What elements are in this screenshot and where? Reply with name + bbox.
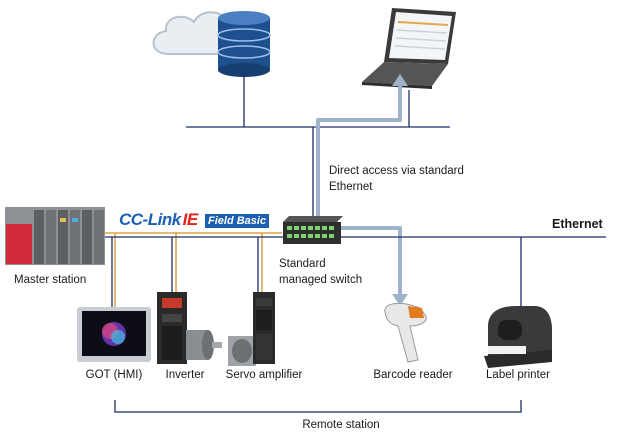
logo-ie-text: IE [182,210,199,229]
ethernet-label: Ethernet [552,217,603,231]
logo-cc-link-text: CC-Link [119,210,181,229]
label-printer-label: Label printer [486,369,550,381]
barcode-reader-icon [384,302,427,363]
laptop-icon [362,8,456,89]
got-hmi-label: GOT (HMI) [85,369,143,381]
barcode-reader-label: Barcode reader [373,369,453,381]
plc-master-icon [5,207,105,265]
switch-label: Standard managed switch [279,258,363,286]
direct-access-path [316,84,402,296]
logo-field-basic-text: Field Basic [205,214,270,228]
inverter-label: Inverter [165,369,205,381]
managed-switch-icon [283,216,343,244]
hmi-panel-icon [77,307,151,362]
master-station-label: Master station [14,274,87,286]
servo-amplifier-label: Servo amplifier [225,369,303,381]
inverter-icon [157,292,222,364]
remote-station-label: Remote station [302,419,380,431]
database-icon [217,11,271,77]
remote-station-bracket [114,400,522,413]
label-printer-icon [484,306,552,368]
servo-amplifier-icon [228,292,275,366]
direct-access-label: Direct access via standard Ethernet [329,165,464,193]
